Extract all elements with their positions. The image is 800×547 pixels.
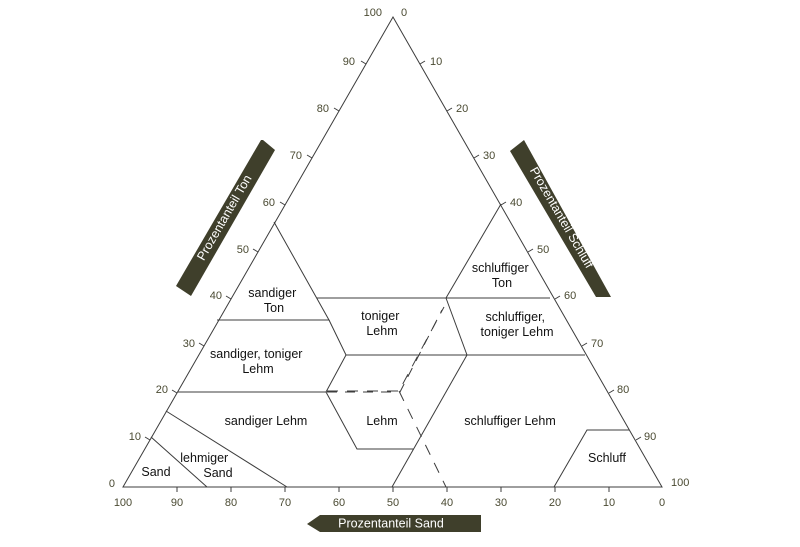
right-tick-mark: [635, 436, 642, 441]
left-tick-mark: [171, 389, 178, 394]
dashed-guide-upper: [327, 306, 445, 392]
region-label-sandy-clay-loam: sandiger, toniger Lehm: [210, 347, 306, 376]
left-tick-mark: [198, 342, 205, 347]
region-boundaries: [150, 203, 629, 488]
bottom-tick-label: 0: [659, 497, 665, 509]
sand-axis-title: Prozentanteil Sand: [338, 516, 444, 530]
right-tick-label: 100: [671, 477, 689, 489]
left-tick-mark: [252, 248, 259, 253]
bottom-tick-label: 70: [279, 497, 291, 509]
region-label-silt-loam: schluffiger Lehm: [464, 414, 556, 428]
left-tick-label: 10: [129, 431, 141, 443]
region-label-loam: Lehm: [366, 414, 397, 428]
right-tick-label: 10: [430, 56, 442, 68]
right-tick-label: 40: [510, 197, 522, 209]
left-tick-label: 80: [317, 103, 329, 115]
apex-tick-left: 100: [364, 7, 382, 19]
bottom-tick-label: 100: [114, 497, 132, 509]
left-tick-label: 60: [263, 197, 275, 209]
right-tick-label: 50: [537, 244, 549, 256]
region-label-clay-loam: toniger Lehm: [361, 309, 403, 338]
region-label-silt: Schluff: [588, 451, 627, 465]
left-tick-mark: [225, 295, 232, 300]
boundary-sand-top: [165, 410, 288, 488]
left-tick-label: 20: [156, 384, 168, 396]
region-label-loamy-sand: lehmiger Sand: [180, 451, 232, 480]
sand-axis-banner: Prozentanteil Sand: [307, 515, 481, 532]
left-tick-label: 70: [290, 150, 302, 162]
sand-axis-banner-shape: [307, 515, 481, 532]
bottom-tick-label: 90: [171, 497, 183, 509]
right-tick-mark: [446, 107, 453, 112]
right-tick-label: 70: [591, 338, 603, 350]
right-tick-mark: [473, 154, 480, 159]
bottom-tick-label: 10: [603, 497, 615, 509]
right-tick-mark: [581, 342, 588, 347]
right-tick-mark: [527, 248, 534, 253]
boundary-loam: [325, 391, 414, 450]
region-label-silty-clay-loam: schluffiger, toniger Lehm: [481, 310, 554, 339]
clay-axis-banner-shape: [176, 140, 275, 296]
right-tick-mark: [500, 201, 507, 206]
right-tick-mark: [608, 389, 615, 394]
bottom-tick-label: 60: [333, 497, 345, 509]
right-tick-mark: [419, 60, 426, 65]
left-tick-label: 30: [183, 338, 195, 350]
region-label-sandy-clay: sandiger Ton: [248, 286, 299, 315]
bottom-tick-label: 20: [549, 497, 561, 509]
left-tick-label: 90: [343, 56, 355, 68]
boundary-silty-clay: [445, 203, 502, 299]
left-tick-mark: [144, 436, 151, 441]
left-tick-label: 0: [109, 478, 115, 490]
silt-axis-banner-shape: [510, 140, 611, 297]
tick-marks: [144, 60, 642, 492]
left-tick-label: 40: [210, 290, 222, 302]
left-tick-mark: [279, 201, 286, 206]
left-tick-mark: [360, 60, 367, 65]
bottom-tick-label: 40: [441, 497, 453, 509]
right-tick-mark: [554, 295, 561, 300]
bottom-tick-label: 30: [495, 497, 507, 509]
bottom-tick-label: 80: [225, 497, 237, 509]
boundary-silty-clay-loam: [445, 297, 468, 356]
boundary-silt-loam: [391, 354, 468, 488]
right-tick-label: 20: [456, 103, 468, 115]
left-tick-mark: [306, 154, 313, 159]
right-tick-label: 30: [483, 150, 495, 162]
region-label-sandy-loam: sandiger Lehm: [225, 414, 308, 428]
left-tick-label: 50: [237, 244, 249, 256]
right-tick-label: 60: [564, 290, 576, 302]
right-tick-label: 80: [617, 384, 629, 396]
region-label-sand: Sand: [141, 465, 170, 479]
boundary-silt: [553, 429, 629, 488]
dashed-guide-lower: [398, 390, 447, 488]
left-tick-mark: [333, 107, 340, 112]
boundary-sand: [150, 436, 208, 488]
clay-axis-banner: Prozentanteil Ton: [176, 140, 275, 296]
bottom-tick-label: 50: [387, 497, 399, 509]
apex-tick-right: 0: [401, 7, 407, 19]
region-labels: sandiger Ton toniger Lehm schluffiger To…: [141, 261, 626, 480]
region-label-silty-clay: schluffiger Ton: [472, 261, 532, 290]
right-tick-label: 90: [644, 431, 656, 443]
